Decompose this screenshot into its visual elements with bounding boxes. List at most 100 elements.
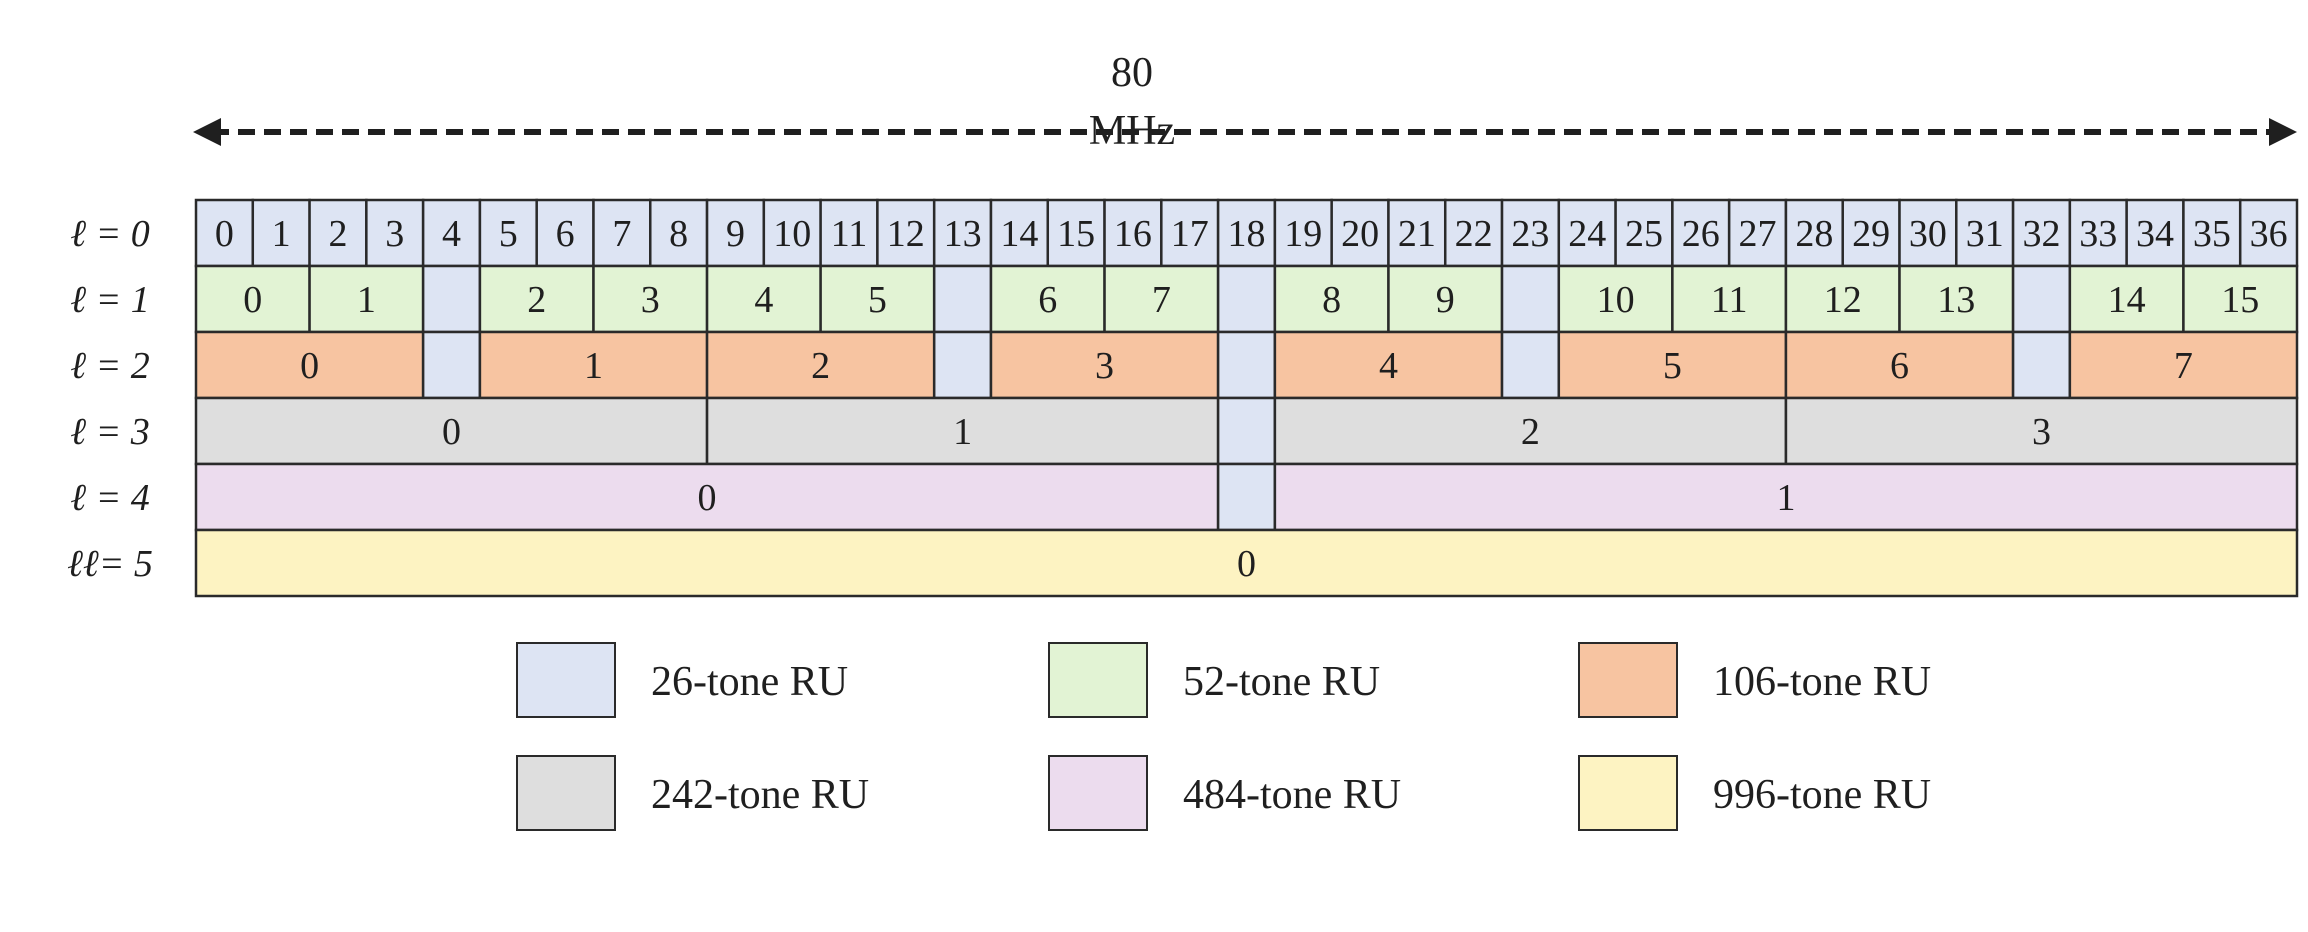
ru-106-tone-cell [989, 330, 1220, 400]
ru-242-tone-cell [1273, 396, 1788, 466]
ru-106-tone-cell [478, 330, 709, 400]
ru-index-label: 21 [1398, 213, 1436, 255]
ru-52-tone-cell [194, 264, 311, 334]
ru-index-label: 3 [641, 279, 660, 321]
ru-index-label: 0 [243, 279, 262, 321]
ru-26-tone-cell [819, 198, 879, 268]
ru-26-tone-cell [478, 198, 538, 268]
arrow-head-left [193, 118, 221, 146]
ru-index-label: 4 [442, 213, 461, 255]
legend-swatch [516, 755, 616, 831]
ru-52-tone-cell [819, 264, 936, 334]
ru-index-label: 2 [527, 279, 546, 321]
ru-index-label: 35 [2193, 213, 2231, 255]
ru-26-tone-cell [1500, 198, 1561, 268]
ru-26-tone-cell [1557, 198, 1617, 268]
ru-index-label: 28 [1795, 213, 1833, 255]
ru-26-tone-cell [932, 198, 993, 268]
ru-index-label: 1 [357, 279, 376, 321]
ru-index-label: 23 [1511, 213, 1549, 255]
row-label-4: ℓ = 4 [70, 477, 149, 519]
ru-index-label: 1 [584, 345, 603, 387]
ru-index-label: 1 [953, 411, 972, 453]
legend-swatch [1048, 755, 1148, 831]
ru-index-label: 14 [1000, 213, 1038, 255]
ru-index-label: 3 [2032, 411, 2051, 453]
ru-52-tone-cell [1671, 264, 1788, 334]
ru-26-tone-cell [1273, 198, 1333, 268]
ru-index-label: 27 [1739, 213, 1777, 255]
row-label-5: ℓℓ= 5 [67, 543, 153, 585]
ru-index-label: 36 [2250, 213, 2288, 255]
ru-index-label: 5 [868, 279, 887, 321]
ru-26-tone-cell [1216, 396, 1277, 466]
ru-484-tone-cell [1273, 462, 2299, 532]
ru-26-tone-cell [592, 198, 652, 268]
ru-26-tone-cell [2011, 330, 2072, 400]
legend-label: 26-tone RU [651, 659, 849, 705]
ru-26-tone-cell [932, 264, 993, 334]
ru-26-tone-cell [989, 198, 1050, 268]
legend-swatch [1048, 642, 1148, 718]
ru-26-tone-cell [1160, 198, 1220, 268]
ru-index-label: 10 [1597, 279, 1635, 321]
ru-26-tone-cell [421, 264, 482, 334]
ru-index-label: 19 [1284, 213, 1322, 255]
ru-52-tone-cell [2182, 264, 2299, 334]
row-label-0: ℓ = 0 [70, 213, 149, 255]
ru-index-label: 8 [1322, 279, 1341, 321]
ru-52-tone-cell [1387, 264, 1504, 334]
ru-index-label: 9 [1436, 279, 1455, 321]
ru-26-tone-cell [2238, 198, 2299, 268]
ru-index-label: 5 [1663, 345, 1682, 387]
ru-26-tone-cell [1046, 198, 1106, 268]
ru-26-tone-cell [535, 198, 595, 268]
ru-index-label: 32 [2022, 213, 2060, 255]
legend-label: 52-tone RU [1183, 659, 1381, 705]
ru-index-label: 11 [1711, 279, 1748, 321]
ru-index-label: 3 [385, 213, 404, 255]
ru-index-label: 1 [1776, 477, 1795, 519]
ru-index-label: 11 [831, 213, 868, 255]
ru-26-tone-cell [251, 198, 311, 268]
ru-26-tone-cell [876, 198, 936, 268]
ru-index-label: 2 [1521, 411, 1540, 453]
legend-label: 996-tone RU [1713, 772, 1932, 818]
ru-index-label: 6 [1890, 345, 1909, 387]
ru-index-label: 7 [1152, 279, 1171, 321]
ru-106-tone-cell [1273, 330, 1504, 400]
ru-index-label: 8 [669, 213, 688, 255]
ru-index-label: 14 [2108, 279, 2146, 321]
ru-52-tone-cell [2068, 264, 2185, 334]
ru-26-tone-cell [1387, 198, 1447, 268]
ru-26-tone-cell [421, 330, 482, 400]
ru-index-label: 5 [499, 213, 518, 255]
ru-index-label: 34 [2136, 213, 2174, 255]
ru-26-tone-cell [1443, 198, 1504, 268]
ru-26-tone-cell [1216, 264, 1277, 334]
ru-index-label: 31 [1966, 213, 2004, 255]
ru-106-tone-cell [1557, 330, 1788, 400]
ru-242-tone-cell [705, 396, 1220, 466]
ru-26-tone-cell [705, 198, 766, 268]
ru-26-tone-cell [1103, 198, 1163, 268]
ru-26-tone-cell [1841, 198, 1901, 268]
ru-index-label: 3 [1095, 345, 1114, 387]
ru-242-tone-cell [1784, 396, 2299, 466]
ru-index-label: 13 [944, 213, 982, 255]
ru-242-tone-cell [194, 396, 709, 466]
ru-index-label: 4 [1379, 345, 1398, 387]
ru-index-label: 2 [328, 213, 347, 255]
ru-index-label: 7 [612, 213, 631, 255]
ru-996-tone-cell [194, 528, 2299, 598]
ru-26-tone-cell [1500, 264, 1561, 334]
ru-index-label: 7 [2174, 345, 2193, 387]
ru-52-tone-cell [1103, 264, 1220, 334]
ru-index-label: 0 [1237, 543, 1256, 585]
ru-484-tone-cell [194, 462, 1220, 532]
ru-index-label: 15 [2221, 279, 2259, 321]
row-label-3: ℓ = 3 [70, 411, 149, 453]
legend-swatch [1578, 755, 1678, 831]
ru-26-tone-cell [1727, 198, 1788, 268]
ru-index-label: 0 [215, 213, 234, 255]
